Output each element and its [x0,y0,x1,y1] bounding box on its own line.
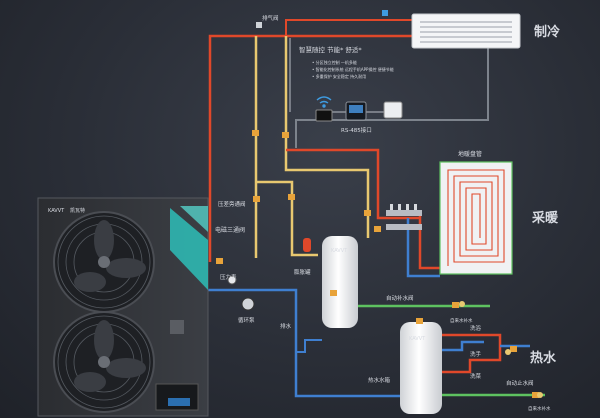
circulation-pump [241,297,255,311]
label-outlet-3: 洗菜 [470,372,482,380]
label-tap-water-2: 自来水补水 [528,405,551,412]
pipe-hot-top-2 [210,19,412,37]
manifold [386,204,422,230]
tap-icon-1 [459,301,465,307]
pipe-yellow-inner [254,36,318,258]
features-box: 智慧随控 节能* 舒适* • 分区独立控制 一机多能 • 智能化控制系统 远程手… [299,45,394,79]
label-outlet-1: 洗浴 [470,324,482,332]
unit-handle [170,320,184,334]
unit-brand-cn: 凯瓦特 [70,207,85,214]
label-pressure-gauge: 压力表 [220,273,237,281]
pipe-red-floor [418,212,440,270]
label-auto-refill-valve-2: 自动止水阀 [506,379,534,387]
label-tap-water-1: 自来水补水 [450,317,473,324]
zone-floor-heating: 采暖 [531,210,559,226]
feature-line-1: • 分区独立控制 一机多能 [312,59,357,65]
unit-control-panel [155,383,199,411]
wall-controller [383,101,403,119]
label-three-way-valve: 电磁三通阀 [215,226,245,234]
valves [216,130,539,398]
tap-icon-3 [537,392,543,398]
feature-line-3: • 多重保护 安全稳定 持久耐用 [312,73,366,79]
zone-hot-water: 热水 [530,350,557,366]
pipe-blue-floor [406,218,440,278]
buffer-tank: KAVVT [322,236,358,328]
label-drain: 排水 [280,322,292,330]
feature-line-2: • 智能化控制系统 远程手机APP操控 便捷节能 [312,66,394,72]
pipe-hot-outlets [440,333,502,374]
tablet-icon [315,109,333,122]
tank-brand-1: KAVVT [331,248,348,254]
zone-cooling: 制冷 [534,24,560,40]
heat-pump-unit: KAVVT 凯瓦特 [37,197,209,417]
hot-water-tank: KAVVT [400,322,442,414]
tank-brand-2: KAVVT [409,336,426,342]
tap-icon-2 [505,349,511,355]
unit-brand: KAVVT [48,208,65,214]
label-auto-refill-valve: 自动补水阀 [386,294,414,302]
exhaust-valve-icon [256,22,262,28]
label-pressure-relief: 压差旁通阀 [218,200,246,208]
label-expansion-tank: 膨胀罐 [294,268,311,276]
pipe-cold-tank [296,339,322,353]
label-circulation-pump: 循环泵 [238,316,255,324]
expansion-tank [303,238,311,252]
fan-coil-unit [411,13,521,49]
pipe-yellow-top [284,36,370,238]
floor-coil [439,161,513,275]
pressure-gauge [227,275,237,285]
label-exhaust-valve: 排气阀 [262,14,279,22]
label-floor-coil: 地暖盘管 [458,150,482,158]
pipe-cold-bottom [205,288,405,398]
fan-icon [53,211,155,313]
top-sensor-icon [382,10,388,16]
label-hot-water-tank: 热水水箱 [368,376,391,384]
pipe-red-coil [286,148,420,220]
controller-label: RS-485接口 [341,126,372,134]
fan-icon-2 [53,311,155,413]
label-outlet-2: 洗手 [470,350,482,358]
controller-panel: RS-485接口 [315,96,403,134]
features-headline: 智慧随控 节能* 舒适* [299,45,362,54]
wifi-icon [316,96,332,108]
